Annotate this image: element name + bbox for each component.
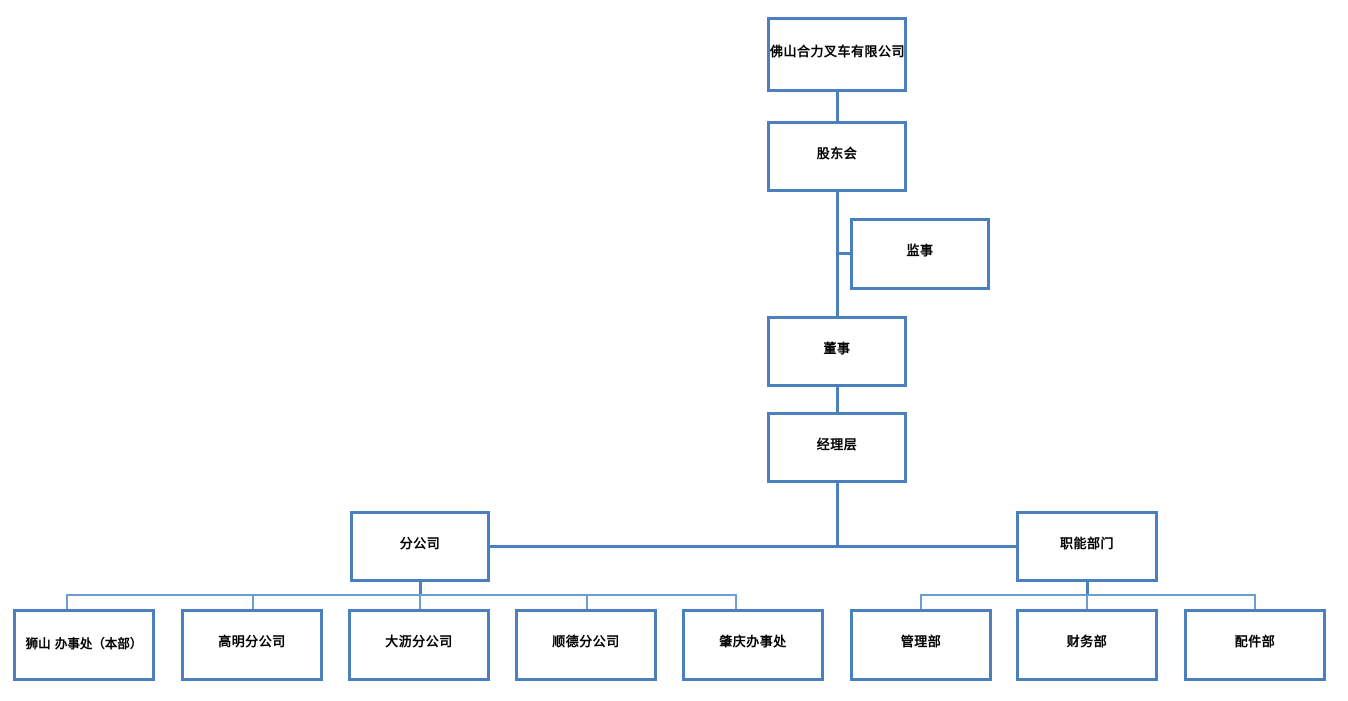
branch-child-label-2: 高明分公司 xyxy=(218,635,286,651)
branch-child-box-4[interactable]: 顺德分公司 xyxy=(515,609,657,681)
functional-child-label-2: 财务部 xyxy=(1066,635,1108,651)
connector-director-to-management xyxy=(836,387,839,412)
connector-functional-bus xyxy=(920,594,1256,596)
node-management[interactable]: 经理层 xyxy=(767,412,907,483)
node-company[interactable]: 佛山合力叉车有限公司 xyxy=(767,17,907,92)
branch-child-label-3: 大沥分公司 xyxy=(385,635,453,651)
functional-child-label-3: 配件部 xyxy=(1234,635,1276,651)
connector-branches-bus xyxy=(66,594,736,596)
functional-child-box-3[interactable]: 配件部 xyxy=(1184,609,1326,681)
connector-management-to-level-bus xyxy=(836,483,839,547)
connector-functional-drop-3 xyxy=(1254,594,1256,610)
branch-child-box-3[interactable]: 大沥分公司 xyxy=(348,609,490,681)
node-branches[interactable]: 分公司 xyxy=(350,511,490,582)
connector-spine-to-supervisor xyxy=(836,252,852,255)
connector-functional-drop-2 xyxy=(1086,594,1088,610)
node-shareholders[interactable]: 股东会 xyxy=(767,121,907,192)
node-company-label: 佛山合力叉车有限公司 xyxy=(770,44,906,60)
branch-child-label-4: 顺德分公司 xyxy=(552,635,620,651)
functional-child-label-1: 管理部 xyxy=(900,635,942,651)
connector-branches-drop xyxy=(419,582,422,596)
branch-child-label-1: 狮山 办事处（本部） xyxy=(25,635,143,651)
connector-branch-drop-1 xyxy=(66,594,68,610)
node-supervisor[interactable]: 监事 xyxy=(850,218,990,290)
node-management-label: 经理层 xyxy=(816,437,858,453)
node-director-label: 董事 xyxy=(823,341,851,357)
branch-child-box-5[interactable]: 肇庆办事处 xyxy=(682,609,824,681)
node-shareholders-label: 股东会 xyxy=(816,146,858,162)
functional-child-box-2[interactable]: 财务部 xyxy=(1016,609,1158,681)
connector-company-to-shareholders xyxy=(836,92,839,121)
branch-child-box-2[interactable]: 高明分公司 xyxy=(181,609,323,681)
branch-child-label-5: 肇庆办事处 xyxy=(719,635,787,651)
connector-branch-drop-4 xyxy=(586,594,588,610)
connector-branch-drop-2 xyxy=(252,594,254,610)
connector-level-bus-horizontal xyxy=(490,545,1017,548)
functional-child-box-1[interactable]: 管理部 xyxy=(850,609,992,681)
node-director[interactable]: 董事 xyxy=(767,316,907,387)
connector-branch-drop-3 xyxy=(419,594,421,610)
branch-child-box-1[interactable]: 狮山 办事处（本部） xyxy=(13,609,155,681)
node-functional-departments-label: 职能部门 xyxy=(1059,536,1114,552)
node-functional-departments[interactable]: 职能部门 xyxy=(1016,511,1158,582)
connector-functional-drop xyxy=(1086,582,1089,596)
node-supervisor-label: 监事 xyxy=(906,244,934,260)
connector-branch-drop-5 xyxy=(735,594,737,610)
connector-functional-drop-1 xyxy=(920,594,922,610)
node-branches-label: 分公司 xyxy=(399,536,441,552)
